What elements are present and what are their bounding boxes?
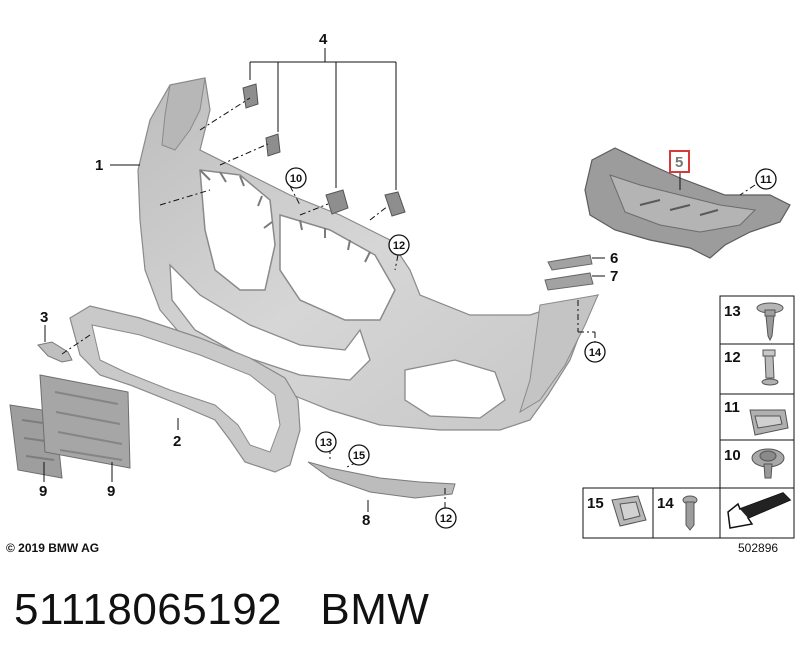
bracket-part-4: [242, 83, 406, 217]
screw-14-icon: [682, 495, 698, 531]
legend-label-11: 11: [724, 399, 740, 416]
circled-ref-12-bottom: 12: [435, 507, 457, 529]
leader-lines: [43, 48, 681, 512]
washer-screw-10-icon: [751, 448, 785, 479]
callout-8: 8: [362, 512, 370, 529]
callout-6: 6: [610, 250, 618, 267]
copyright-text: © 2019 BMW AG: [6, 541, 100, 555]
screw-13-icon: [756, 302, 784, 342]
legend-label-14: 14: [657, 495, 674, 512]
part-number: 51118065192: [14, 585, 283, 634]
circled-ref-11: 11: [755, 168, 777, 190]
bracket-part-3: [37, 341, 73, 363]
front-bumper-part: [137, 77, 600, 431]
legend-label-10: 10: [724, 447, 741, 464]
lower-trim-part: [69, 305, 301, 473]
part-number-line: 51118065192 BMW: [14, 585, 429, 635]
svg-text:12: 12: [440, 513, 452, 525]
legend-label-15: 15: [587, 495, 604, 512]
fastener-legend: 13 12 11 10 15 14: [582, 295, 795, 539]
callout-5: 5: [675, 154, 683, 171]
grille-carrier-part: [584, 147, 791, 259]
legend-label-13: 13: [724, 303, 741, 320]
diagram-reference-number: 502896: [738, 541, 779, 555]
highlight-box-5: [669, 150, 690, 173]
side-bracket-part-7: [544, 272, 594, 291]
legend-label-12: 12: [724, 349, 741, 366]
direction-arrow-icon: [727, 492, 792, 529]
callout-1: 1: [95, 157, 103, 174]
callout-7: 7: [610, 268, 618, 285]
callout-9-right: 9: [107, 483, 115, 500]
clip-12-icon: [761, 349, 779, 386]
nut-15-icon: [611, 495, 647, 527]
svg-text:11: 11: [760, 174, 772, 186]
svg-text:15: 15: [353, 450, 365, 462]
circled-ref-14: 14: [584, 341, 606, 363]
callout-3: 3: [40, 309, 48, 326]
svg-text:10: 10: [290, 173, 302, 185]
svg-text:14: 14: [589, 347, 602, 359]
circled-ref-13: 13: [315, 431, 337, 453]
svg-text:12: 12: [393, 240, 405, 252]
brand-name: BMW: [320, 585, 430, 634]
svg-text:13: 13: [320, 437, 332, 449]
clip-nut-11-icon: [749, 409, 789, 436]
callout-4: 4: [319, 31, 328, 48]
side-bracket-part-6: [547, 254, 593, 271]
callout-2: 2: [173, 433, 181, 450]
circled-ref-12-top: 12: [388, 234, 410, 256]
circled-ref-15: 15: [348, 444, 370, 466]
circled-ref-10: 10: [285, 167, 307, 189]
lower-strip-part: [307, 461, 456, 499]
plate-base-right: [39, 374, 131, 469]
callout-9-left: 9: [39, 483, 47, 500]
